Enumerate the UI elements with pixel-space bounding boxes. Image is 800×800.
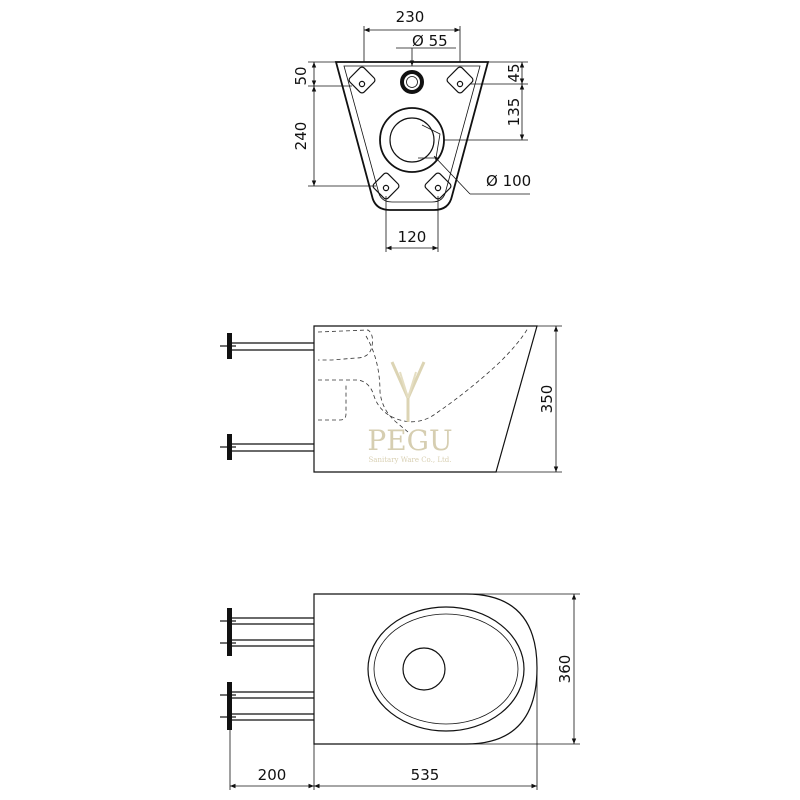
top-rod-2	[220, 630, 314, 656]
dim-top-right: 45	[505, 63, 523, 82]
dim-top-width-360: 360	[556, 655, 574, 684]
dim-rod-length: 200	[258, 766, 287, 784]
front-view: 230 Ø 55 50 240 45 135 Ø 100 120	[292, 8, 531, 252]
side-view: 350 PEGU Sanitary Ware Co., Ltd.	[220, 325, 562, 473]
bowl-outlet	[402, 647, 446, 691]
watermark-tagline: Sanitary Ware Co., Ltd.	[369, 456, 452, 464]
dim-side-height: 350	[538, 385, 556, 414]
mount-lug-bottom-right	[424, 172, 452, 200]
dim-bottom-width: 120	[398, 228, 427, 246]
top-view: 360 200 535	[220, 593, 580, 790]
top-rod-4	[220, 704, 314, 730]
mount-lug-bottom-left	[372, 172, 400, 200]
top-rod-3	[220, 682, 314, 708]
outlet-opening	[379, 107, 445, 173]
inlet-pipe	[400, 48, 424, 94]
bowl-rim-inner	[373, 613, 519, 725]
dim-top-height: 50	[292, 66, 310, 85]
side-rod-upper	[220, 333, 314, 359]
dim-left-height: 240	[292, 122, 310, 151]
dim-top-width: 230	[396, 8, 425, 26]
watermark-brand: PEGU	[367, 424, 452, 457]
mount-lug-top-left	[348, 66, 376, 94]
bowl-rim-outer	[367, 606, 525, 732]
side-rod-lower	[220, 434, 314, 460]
dim-outlet-diameter: Ø 100	[486, 172, 531, 190]
pegu-watermark-logo: PEGU Sanitary Ware Co., Ltd.	[367, 361, 453, 464]
dim-overall-length: 535	[411, 766, 440, 784]
dim-pipe-diameter: Ø 55	[412, 32, 448, 50]
front-body-outline	[334, 61, 490, 211]
mount-lug-top-right	[446, 66, 474, 94]
dim-right-spacing: 135	[505, 98, 523, 127]
top-rod-1	[220, 608, 314, 634]
